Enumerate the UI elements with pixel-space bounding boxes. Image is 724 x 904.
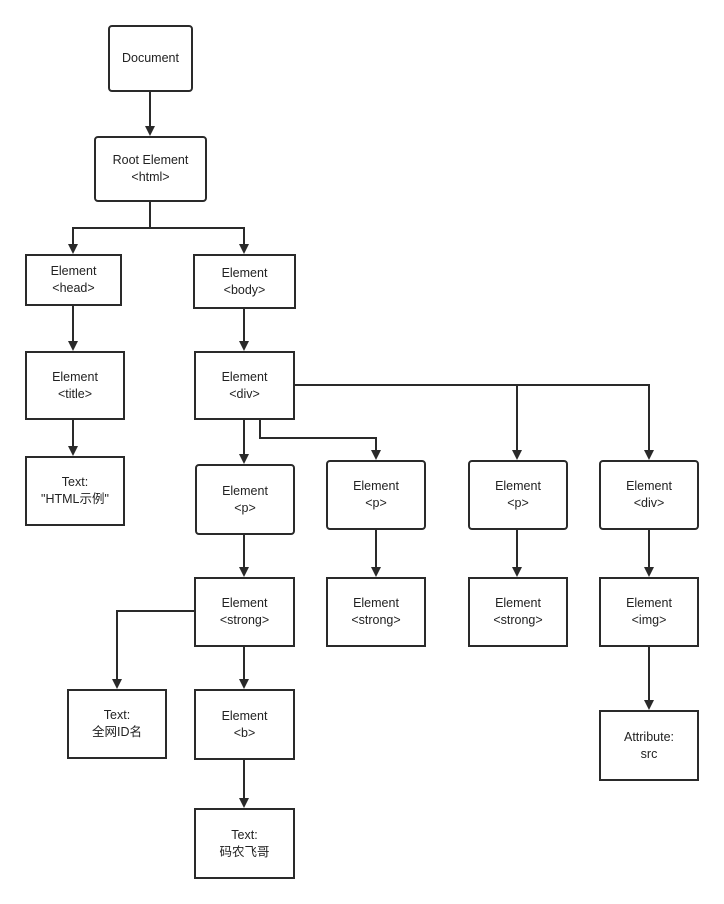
node-text-name: Text: 码农飞哥 [194, 808, 295, 879]
node-title-text-value: "HTML示例" [41, 492, 109, 506]
node-title: Element <title> [25, 351, 125, 420]
node-root-label: Root Element [112, 153, 189, 167]
node-div-tag: <div> [229, 386, 260, 401]
node-div: Element <div> [194, 351, 295, 420]
edge-root-head [68, 202, 151, 254]
edge-strong1-textid [112, 610, 194, 689]
node-p2: Element <p> [326, 460, 426, 530]
node-text-id-label: Text: [103, 708, 131, 722]
node-attribute-src: Attribute: src [599, 710, 699, 781]
node-strong3-label: Element [495, 596, 541, 610]
node-div-label: Element [221, 369, 268, 384]
node-title-label: Element [52, 369, 98, 384]
node-title-text-label: Text: [61, 475, 89, 489]
node-img: Element <img> [599, 577, 699, 647]
node-attribute-value: src [640, 746, 658, 761]
node-strong1-label: Element [221, 596, 268, 610]
node-text-id-value: 全网ID名 [91, 725, 142, 739]
node-body-label: Element [221, 265, 268, 280]
edge-div-p3 [294, 384, 522, 460]
node-attribute-label: Attribute: [623, 729, 675, 744]
node-img-tag: <img> [631, 613, 667, 627]
node-p1: Element <p> [195, 464, 295, 535]
node-text-id: Text: 全网ID名 [67, 689, 167, 759]
node-div2-label: Element [626, 479, 672, 493]
node-title-tag: <title> [57, 386, 93, 401]
node-img-label: Element [626, 596, 672, 610]
node-p2-tag: <p> [365, 496, 387, 510]
edge-div-div2 [517, 384, 654, 460]
node-p3: Element <p> [468, 460, 568, 530]
node-text-name-value: 码农飞哥 [219, 844, 270, 859]
node-head-label: Element [50, 264, 97, 278]
node-p1-tag: <p> [234, 500, 256, 515]
node-p3-label: Element [495, 479, 541, 493]
node-root-tag: <html> [131, 170, 170, 184]
node-document: Document [108, 25, 193, 92]
node-root-element: Root Element <html> [94, 136, 207, 202]
node-head: Element <head> [25, 254, 122, 306]
node-b: Element <b> [194, 689, 295, 760]
node-body-tag: <body> [223, 282, 266, 297]
node-head-tag: <head> [52, 281, 95, 295]
node-body: Element <body> [193, 254, 296, 309]
node-strong2-tag: <strong> [351, 613, 401, 627]
node-text-name-label: Text: [231, 827, 258, 842]
node-strong2: Element <strong> [326, 577, 426, 647]
node-title-text: Text: "HTML示例" [25, 456, 125, 526]
edge-root-body [150, 227, 249, 254]
node-strong2-label: Element [353, 596, 399, 610]
node-document-label: Document [122, 51, 179, 65]
node-strong3: Element <strong> [468, 577, 568, 647]
node-b-tag: <b> [233, 725, 256, 740]
node-div2: Element <div> [599, 460, 699, 530]
node-strong1: Element <strong> [194, 577, 295, 647]
node-p3-tag: <p> [507, 496, 529, 510]
edge-div-p2 [259, 420, 381, 460]
node-b-label: Element [221, 708, 268, 723]
node-div2-tag: <div> [633, 496, 665, 510]
node-p1-label: Element [222, 483, 268, 498]
node-strong1-tag: <strong> [219, 613, 270, 627]
node-p2-label: Element [353, 479, 399, 493]
node-strong3-tag: <strong> [493, 613, 543, 627]
